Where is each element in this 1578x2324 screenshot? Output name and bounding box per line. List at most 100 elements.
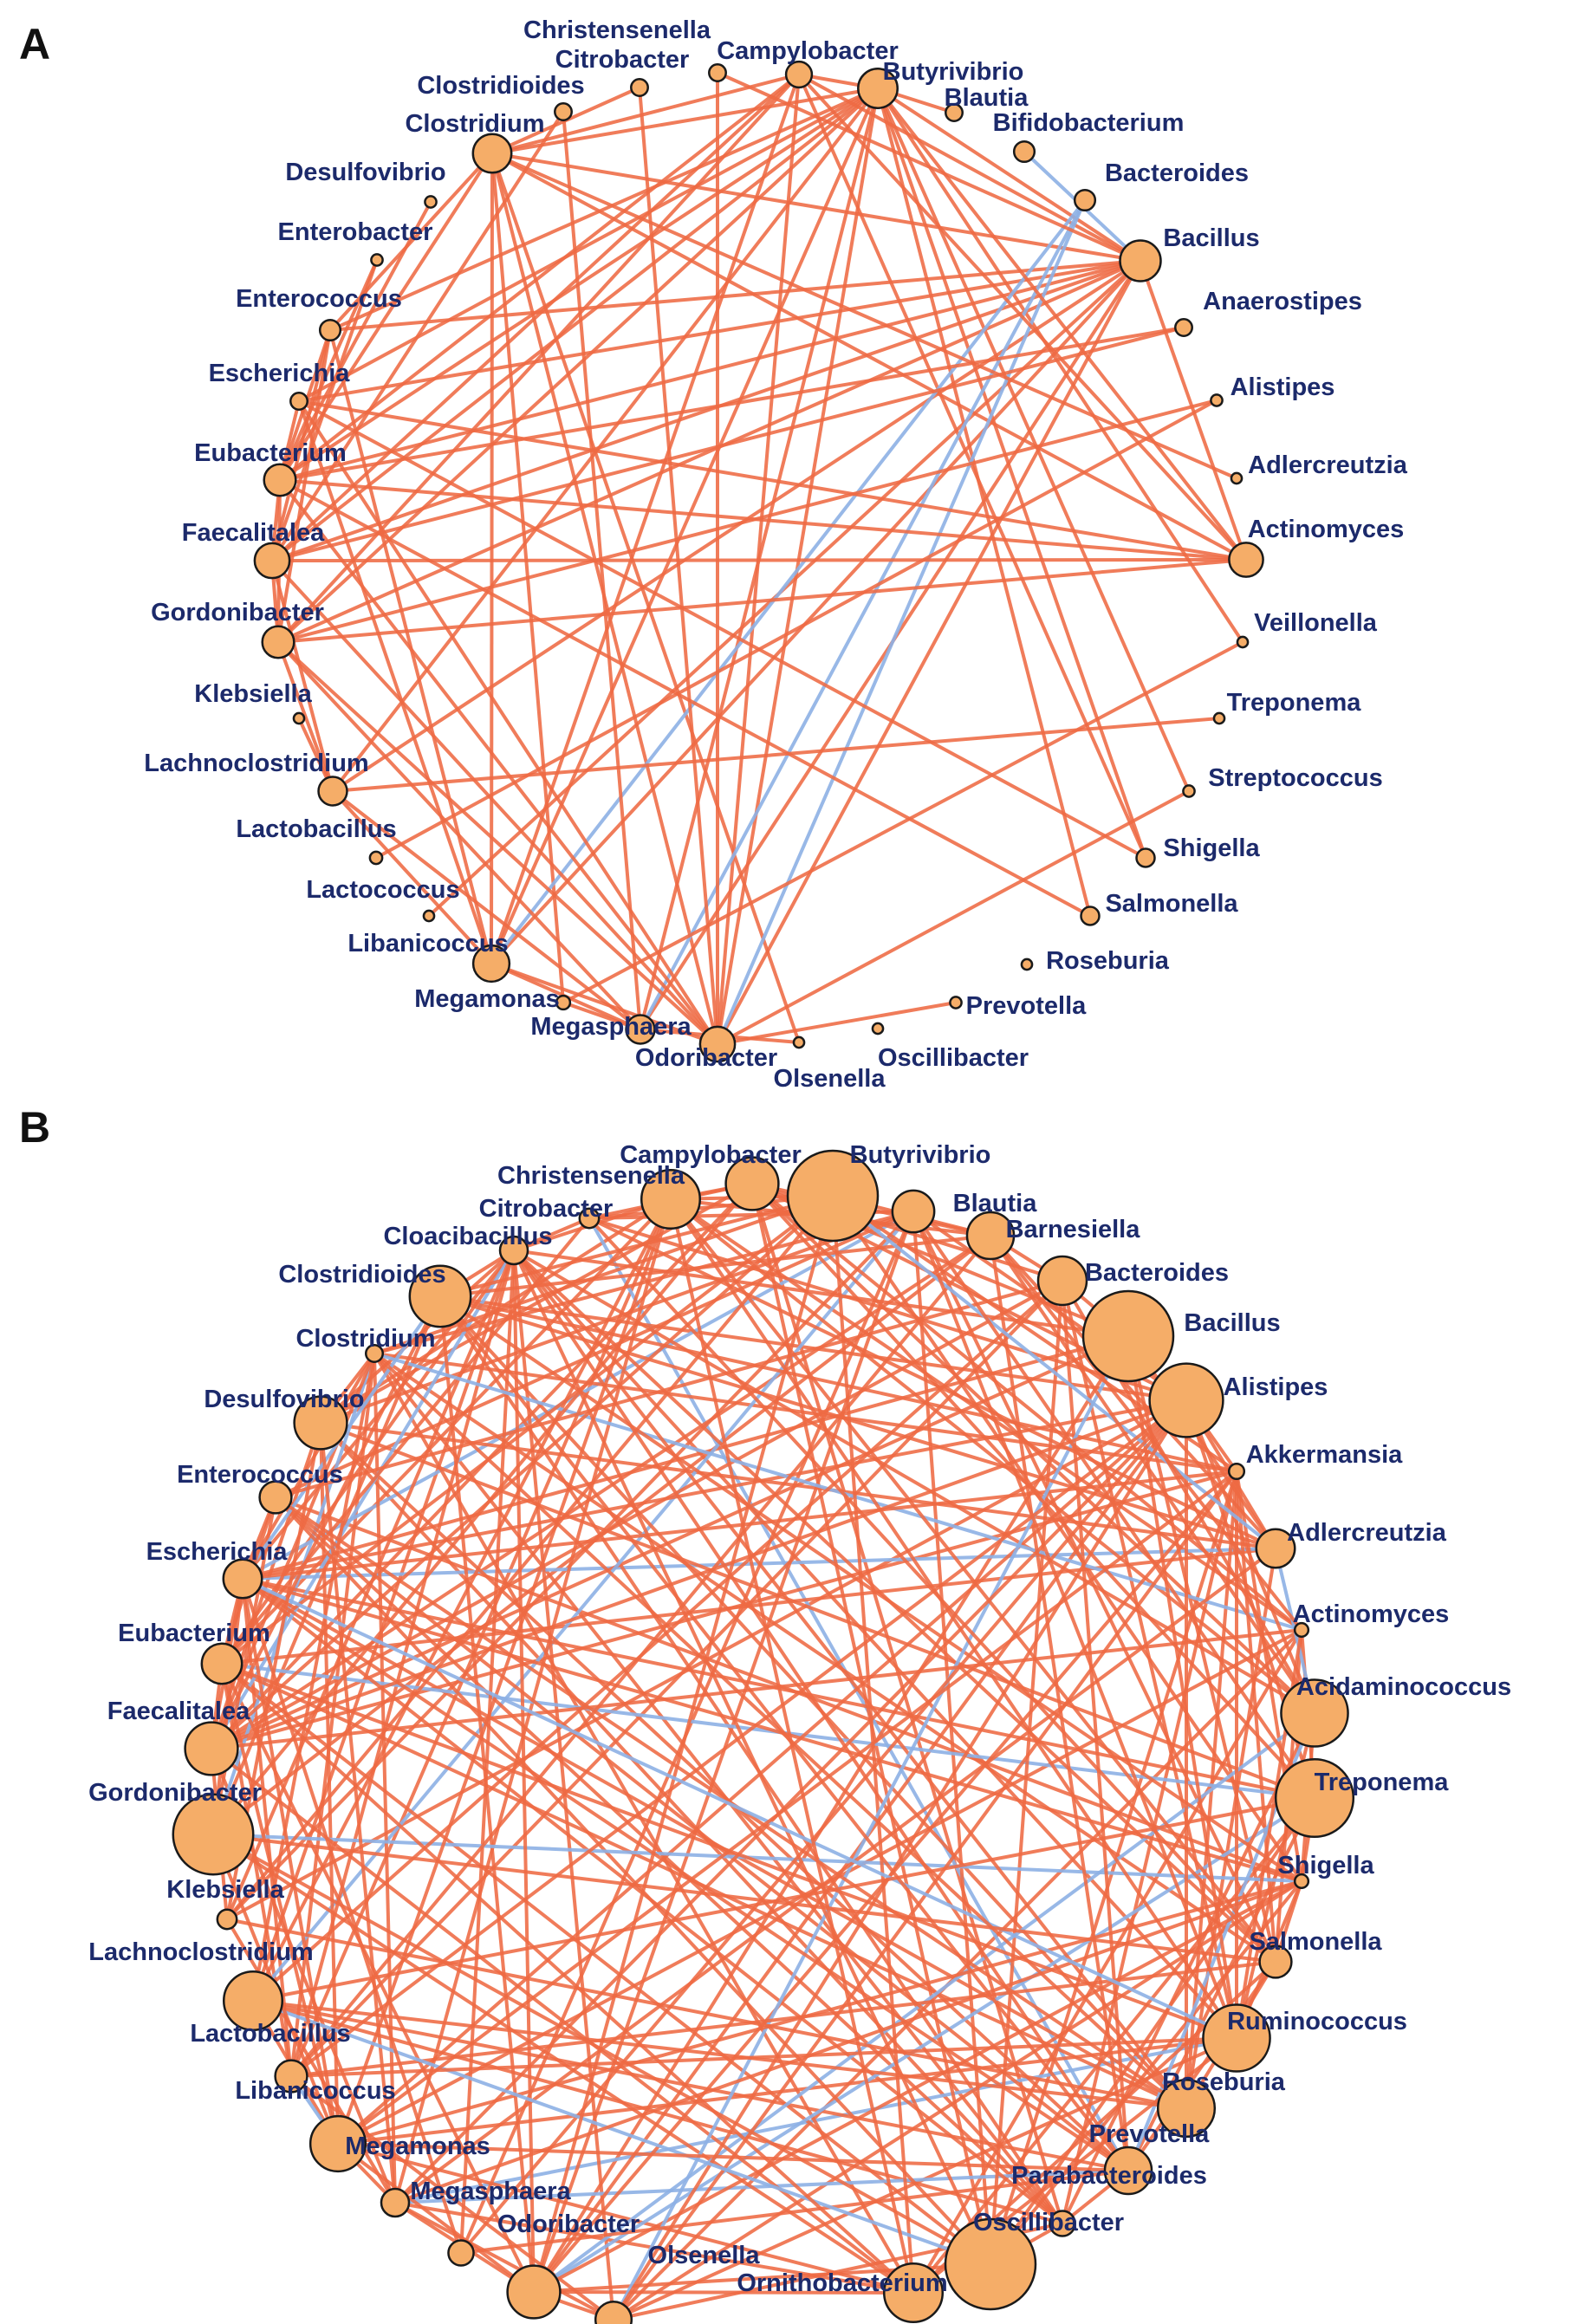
node-clostridium bbox=[471, 133, 513, 174]
positive-correlation-edge bbox=[490, 88, 880, 964]
node-label: Megasphaera bbox=[410, 2178, 571, 2205]
node-lactobacillus bbox=[368, 850, 384, 866]
positive-correlation-edge bbox=[220, 1663, 340, 2145]
positive-correlation-edge bbox=[298, 259, 1141, 403]
positive-correlation-edge bbox=[717, 71, 1141, 263]
negative-correlation-edge bbox=[212, 1833, 1302, 1883]
node-campylobacter bbox=[724, 1156, 780, 1211]
node-label: Cloacibacillus bbox=[383, 1223, 552, 1250]
node-ornithobacterium bbox=[594, 2300, 633, 2324]
node-label: Megamonas bbox=[414, 985, 560, 1013]
node-label: Clostridium bbox=[405, 110, 544, 138]
positive-correlation-edge bbox=[241, 1578, 463, 2254]
positive-correlation-edge bbox=[210, 1194, 834, 1750]
node-label: Oscillibacter bbox=[973, 2209, 1124, 2236]
node-salmonella bbox=[1258, 1944, 1293, 1979]
node-libanicoccus bbox=[471, 944, 511, 983]
positive-correlation-edge bbox=[989, 1280, 1064, 2265]
positive-correlation-edge bbox=[716, 260, 1142, 1045]
positive-correlation-edge bbox=[912, 1210, 1316, 1800]
node-parabacteroides bbox=[1049, 2210, 1076, 2237]
node-oscillibacter bbox=[944, 2217, 1037, 2311]
node-bacillus bbox=[1081, 1289, 1175, 1383]
node-label: Campylobacter bbox=[620, 1141, 802, 1169]
positive-correlation-edge bbox=[210, 1295, 442, 1749]
positive-correlation-edge bbox=[669, 1198, 1277, 1964]
node-label: Lactobacillus bbox=[236, 815, 396, 843]
node-roseburia bbox=[1020, 958, 1034, 971]
panel-letter-a: A bbox=[19, 20, 50, 68]
positive-correlation-edge bbox=[271, 558, 1247, 562]
negative-correlation-edge bbox=[394, 2169, 1129, 2204]
positive-correlation-edge bbox=[1139, 260, 1248, 561]
positive-correlation-edge bbox=[211, 1496, 277, 1835]
node-lactococcus bbox=[422, 909, 436, 923]
node-label: Christensenella bbox=[523, 16, 711, 44]
positive-correlation-edge bbox=[331, 259, 1142, 793]
node-bifidobacterium bbox=[1012, 140, 1036, 164]
positive-correlation-edge bbox=[331, 87, 880, 793]
node-label: Bacteroides bbox=[1085, 1259, 1229, 1287]
positive-correlation-edge bbox=[212, 1833, 991, 2266]
node-prevotella bbox=[949, 996, 963, 1009]
node-eubacterium bbox=[200, 1642, 244, 1685]
positive-correlation-edge bbox=[989, 1796, 1316, 2266]
node-actinomyces bbox=[1228, 542, 1264, 578]
node-cloacibacillus bbox=[498, 1235, 529, 1266]
node-akkermansia bbox=[1227, 1462, 1246, 1481]
node-label: Escherichia bbox=[209, 360, 351, 387]
positive-correlation-edge bbox=[241, 1578, 340, 2145]
node-treponema bbox=[1274, 1757, 1355, 1839]
node-escherichia bbox=[222, 1558, 263, 1600]
node-label: Alistipes bbox=[1224, 1373, 1328, 1401]
positive-correlation-edge bbox=[252, 1999, 1129, 2172]
positive-correlation-edge bbox=[491, 152, 1237, 480]
positive-correlation-edge bbox=[242, 1577, 1302, 1883]
panel-a: A Christensenella Citrobacter Campylobac… bbox=[19, 16, 1408, 1093]
node-enterococcus bbox=[258, 1480, 293, 1515]
node-label: Escherichia bbox=[146, 1538, 289, 1566]
node-label: Enterococcus bbox=[236, 285, 402, 313]
positive-correlation-edge bbox=[717, 1001, 957, 1046]
positive-correlation-edge bbox=[328, 329, 493, 964]
positive-correlation-edge bbox=[491, 87, 879, 155]
node-ruminococcus bbox=[1202, 2003, 1271, 2073]
node-butyrivibrio bbox=[786, 1149, 880, 1243]
positive-correlation-edge bbox=[211, 1628, 1302, 1750]
node-label: Klebsiella bbox=[194, 680, 312, 708]
node-bacteroides bbox=[1073, 188, 1097, 212]
node-alistipes bbox=[1148, 1362, 1224, 1438]
positive-correlation-edge bbox=[251, 1279, 1064, 2003]
positive-correlation-edge bbox=[225, 1250, 516, 1920]
node-christensenella bbox=[640, 1168, 702, 1230]
node-label: Akkermansia bbox=[1246, 1441, 1403, 1469]
positive-correlation-edge bbox=[270, 110, 565, 562]
positive-correlation-edge bbox=[251, 1250, 516, 2002]
positive-correlation-edge bbox=[989, 1234, 1316, 1715]
negative-correlation-edge bbox=[490, 198, 1087, 965]
node-label: Klebsiella bbox=[166, 1876, 284, 1904]
positive-correlation-edge bbox=[210, 1234, 992, 1750]
positive-correlation-edge bbox=[320, 1421, 1315, 1800]
node-label: Adlercreutzia bbox=[1287, 1519, 1447, 1547]
node-label: Shigella bbox=[1163, 834, 1260, 862]
positive-correlation-edge bbox=[277, 259, 1141, 644]
node-label: Treponema bbox=[1227, 689, 1362, 717]
positive-correlation-edge bbox=[750, 1182, 1316, 1800]
positive-correlation-edge bbox=[797, 74, 1147, 859]
node-label: Actinomyces bbox=[1293, 1600, 1450, 1628]
panel-a-nodes bbox=[253, 60, 1264, 1063]
node-butyrivibrio bbox=[857, 68, 899, 109]
node-label: Anaerostipes bbox=[1203, 288, 1362, 315]
node-label: Campylobacter bbox=[717, 37, 899, 65]
node-label: Enterobacter bbox=[278, 218, 433, 246]
positive-correlation-edge bbox=[274, 1496, 992, 2266]
positive-correlation-edge bbox=[1185, 1548, 1277, 2109]
node-label: Clostridioides bbox=[417, 72, 584, 100]
positive-correlation-edge bbox=[533, 2290, 914, 2295]
positive-correlation-edge bbox=[490, 153, 494, 964]
node-label: Lactococcus bbox=[306, 876, 459, 904]
node-gordonibacter bbox=[261, 625, 295, 659]
positive-correlation-edge bbox=[512, 1249, 1238, 2040]
positive-correlation-edge bbox=[226, 1918, 1187, 2110]
